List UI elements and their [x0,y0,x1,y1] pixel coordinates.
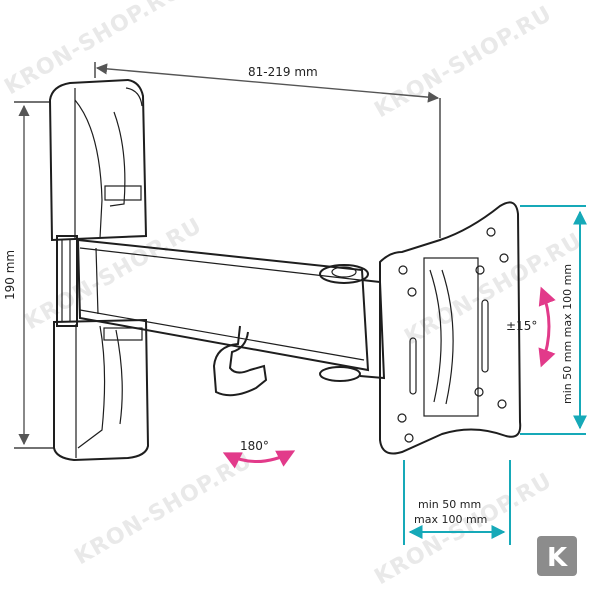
watermark-text: KRON-SHOP.RU [21,213,207,335]
dimension-vesa-horizontal: min 50 mm max 100 mm [403,460,511,545]
tilt-indicator: ±15° [506,286,556,368]
watermark-layer: KRON-SHOP.RU KRON-SHOP.RU KRON-SHOP.RU K… [1,0,587,590]
swivel-label: 180° [240,439,269,453]
dimension-vesa-vertical: min 50 mm max 100 mm [520,205,587,435]
vesa-plate [379,201,522,455]
dimension-wall-height: 190 mm [3,101,54,449]
watermark-text: KRON-SHOP.RU [401,228,587,350]
shop-logo-letter: K [547,543,568,573]
watermark-text: KRON-SHOP.RU [1,0,187,100]
watermark-text: KRON-SHOP.RU [71,448,257,570]
arm-extension-label: 81-219 mm [248,65,318,79]
vesa-horizontal-min-label: min 50 mm [418,498,481,511]
swing-arm [76,238,386,397]
tilt-label: ±15° [506,319,537,333]
watermark-text: KRON-SHOP.RU [371,468,557,590]
dimension-extension: 81-219 mm [94,62,441,238]
wall-plate-height-label: 190 mm [3,250,17,300]
vesa-horizontal-max-label: max 100 mm [414,513,487,526]
shop-logo: K [537,536,577,576]
vesa-vertical-label: min 50 mm max 100 mm [561,264,574,404]
watermark-text: KRON-SHOP.RU [371,1,557,123]
swivel-indicator: 180° [222,439,296,469]
